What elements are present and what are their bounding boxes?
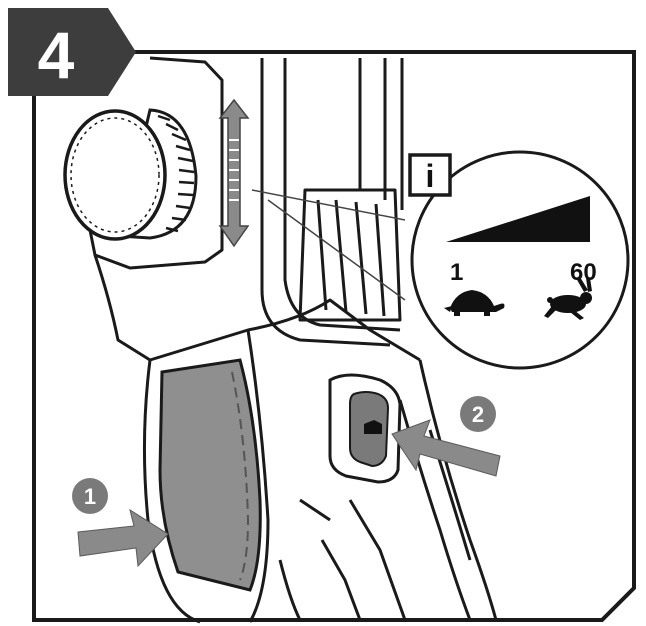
press-arrow-1	[77, 508, 169, 568]
speed-info-callout: 1 60	[410, 150, 630, 370]
trigger[interactable]	[158, 358, 262, 592]
diagram-frame	[32, 50, 636, 622]
scroll-direction-arrow	[218, 98, 250, 248]
rabbit-icon	[544, 277, 592, 320]
callout-1: 1	[72, 478, 108, 514]
svg-text:i: i	[426, 158, 435, 194]
svg-text:2: 2	[472, 402, 484, 427]
speed-max-label: 60	[570, 259, 597, 286]
scroll-wheel[interactable]	[63, 108, 198, 241]
trigger-edge	[231, 371, 250, 581]
turtle-icon	[444, 290, 505, 316]
speed-ramp-icon	[446, 196, 590, 242]
svg-text:1: 1	[84, 484, 96, 509]
step-badge: 4	[8, 8, 136, 96]
info-icon: i	[408, 153, 452, 197]
press-arrow-2	[391, 419, 501, 477]
side-button[interactable]	[328, 373, 402, 484]
camera-icon	[364, 420, 382, 434]
callout-2: 2	[460, 396, 496, 432]
speed-min-label: 1	[450, 259, 463, 286]
step-number: 4	[38, 18, 75, 92]
callout-leader-lines	[251, 189, 406, 301]
